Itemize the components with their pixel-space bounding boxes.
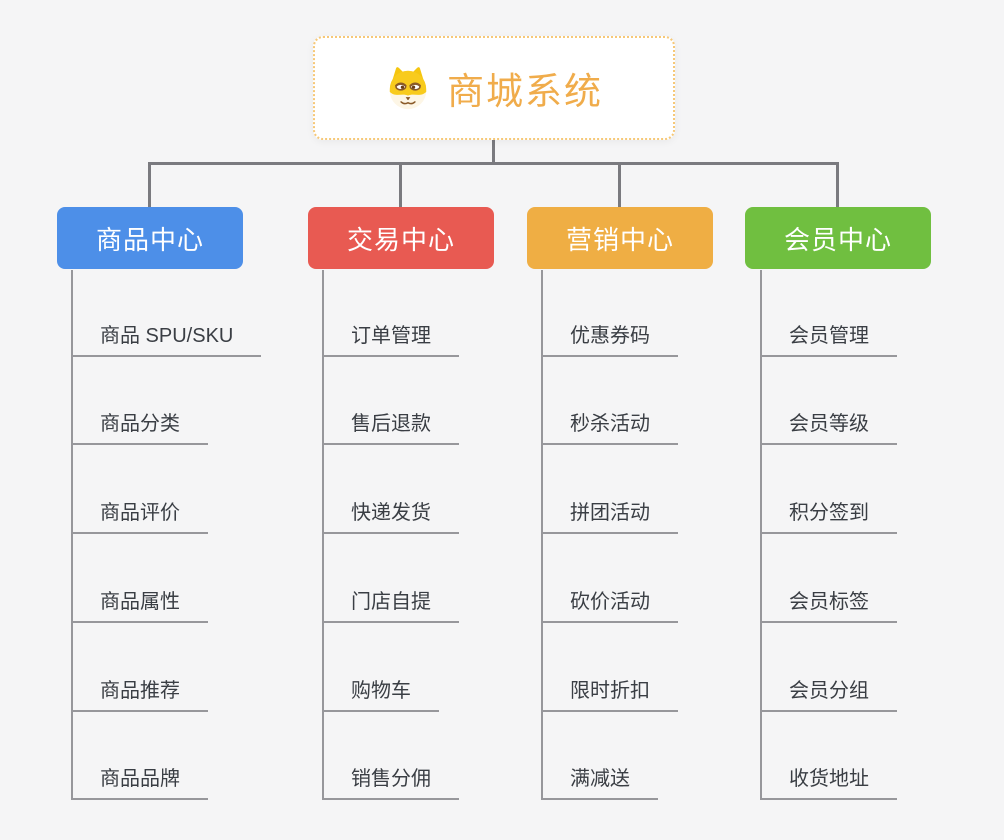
topic-item[interactable]: 销售分佣 <box>324 766 459 800</box>
connector-root-stem <box>492 140 495 165</box>
connector-drop-trade <box>399 163 402 208</box>
topic-item[interactable]: 商品 SPU/SKU <box>73 323 262 357</box>
root-node[interactable]: 商城系统 <box>313 36 675 140</box>
connector-drop-marketing <box>618 163 621 208</box>
topic-item[interactable]: 会员等级 <box>762 411 897 445</box>
topic-item[interactable]: 秒杀活动 <box>543 411 678 445</box>
topic-item[interactable]: 商品属性 <box>73 589 208 623</box>
branch-label: 商品中心 <box>95 224 204 255</box>
branch-items-product-center: 商品 SPU/SKU 商品分类 商品评价 商品属性 商品推荐 商品品牌 <box>71 270 323 800</box>
root-title: 商城系统 <box>447 71 603 112</box>
topic-item[interactable]: 商品推荐 <box>73 678 208 712</box>
branch-label: 会员中心 <box>783 224 892 255</box>
connector-horizontal-bar <box>148 162 839 165</box>
branch-items-member-center: 会员管理 会员等级 积分签到 会员标签 会员分组 收货地址 <box>760 270 1004 800</box>
topic-item[interactable]: 商品分类 <box>73 411 208 445</box>
branch-node-marketing-center[interactable]: 营销中心 <box>527 207 713 269</box>
topic-item[interactable]: 商品评价 <box>73 500 208 534</box>
topic-item[interactable]: 砍价活动 <box>543 589 678 623</box>
topic-item[interactable]: 收货地址 <box>762 766 897 800</box>
connector-drop-product <box>148 163 151 208</box>
topic-item[interactable]: 拼团活动 <box>543 500 678 534</box>
topic-item[interactable]: 优惠券码 <box>543 323 678 357</box>
topic-item[interactable]: 限时折扣 <box>543 678 678 712</box>
topic-item[interactable]: 会员管理 <box>762 323 897 357</box>
topic-item[interactable]: 会员标签 <box>762 589 897 623</box>
topic-item[interactable]: 售后退款 <box>324 411 459 445</box>
topic-item[interactable]: 会员分组 <box>762 678 897 712</box>
topic-item[interactable]: 订单管理 <box>324 323 459 357</box>
branch-node-member-center[interactable]: 会员中心 <box>745 207 931 269</box>
topic-item[interactable]: 满减送 <box>543 766 658 800</box>
topic-item[interactable]: 快递发货 <box>324 500 459 534</box>
branch-label: 交易中心 <box>346 224 455 255</box>
dog-face-icon <box>385 65 431 111</box>
topic-item[interactable]: 购物车 <box>324 678 439 712</box>
branch-node-product-center[interactable]: 商品中心 <box>57 207 243 269</box>
topic-item[interactable]: 门店自提 <box>324 589 459 623</box>
topic-item[interactable]: 积分签到 <box>762 500 897 534</box>
branch-label: 营销中心 <box>565 224 674 255</box>
connector-drop-member <box>836 163 839 208</box>
topic-item[interactable]: 商品品牌 <box>73 766 208 800</box>
branch-items-marketing-center: 优惠券码 秒杀活动 拼团活动 砍价活动 限时折扣 满减送 <box>541 270 793 800</box>
branch-node-trade-center[interactable]: 交易中心 <box>308 207 494 269</box>
branch-items-trade-center: 订单管理 售后退款 快递发货 门店自提 购物车 销售分佣 <box>322 270 574 800</box>
